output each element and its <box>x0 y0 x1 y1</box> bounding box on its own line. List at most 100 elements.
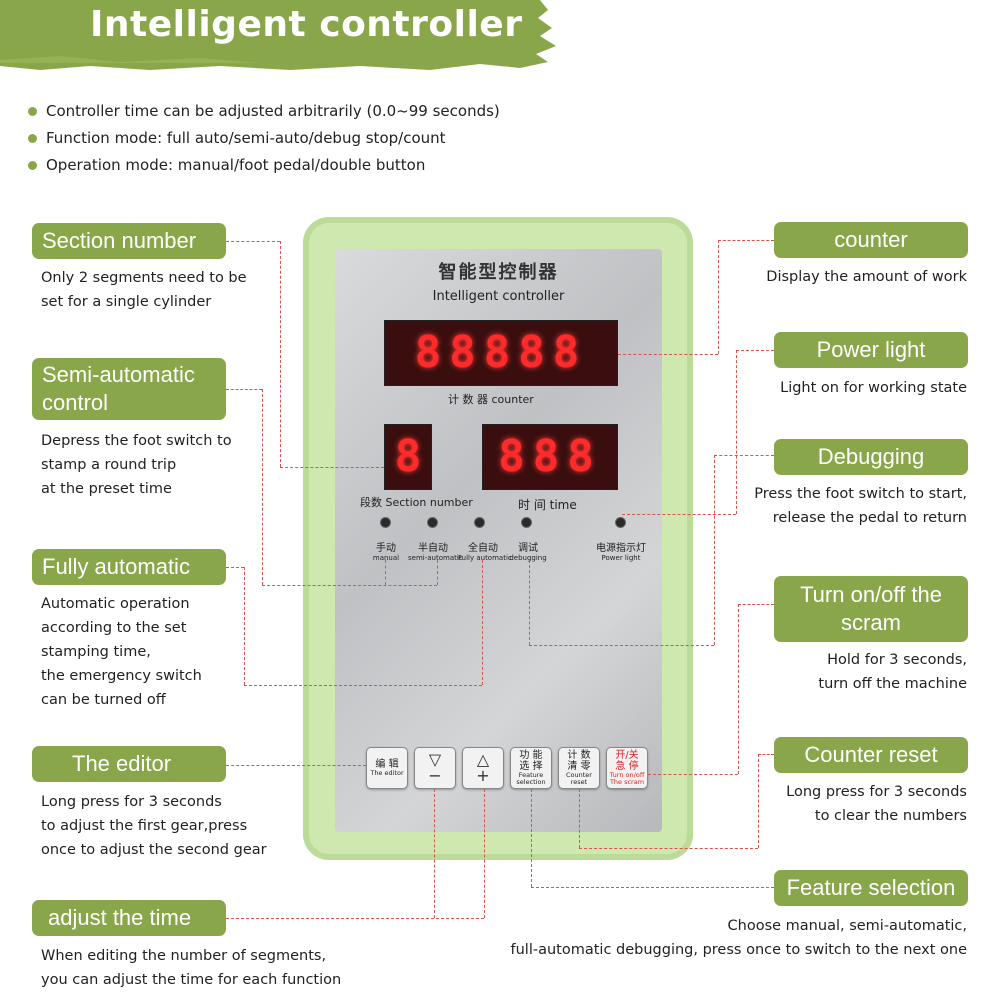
desc-line: Depress the foot switch to <box>41 433 232 449</box>
leader-line <box>529 560 530 645</box>
led-label-cn: 手动 <box>376 543 396 554</box>
leader-line <box>244 685 482 686</box>
desc-line: Light on for working state <box>780 380 967 396</box>
desc-section-number: Only 2 segments need to be set for a sin… <box>41 266 247 314</box>
desc-feature-selection: Choose manual, semi-automatic, full-auto… <box>511 914 968 962</box>
time-display: 888 <box>482 424 618 490</box>
desc-line: stamping time, <box>41 644 151 660</box>
time-digits: 888 <box>498 431 602 482</box>
leader-line <box>758 754 774 755</box>
led-fully-automatic <box>475 518 484 527</box>
leader-line <box>736 350 737 514</box>
page-title: Intelligent controller <box>90 4 523 45</box>
label-section-number: Section number <box>32 223 226 259</box>
leader-line <box>618 354 718 355</box>
led-label-full: 全自动 Fully automatic <box>458 539 512 562</box>
title-banner <box>0 0 556 70</box>
desc-line: release the pedal to return <box>772 510 967 526</box>
bullet-item: Controller time can be adjusted arbitrar… <box>28 98 728 125</box>
led-label-cn: 半自动 <box>418 543 448 554</box>
key-label-cn: 编 辑 <box>375 759 399 770</box>
section-digit: 8 <box>394 431 422 482</box>
triangle-down-minus-icon: ▽ − <box>428 750 442 785</box>
led-debugging <box>522 518 531 527</box>
bullet-item: Function mode: full auto/semi-auto/debug… <box>28 125 728 152</box>
desc-line: at the preset time <box>41 481 172 497</box>
label-debugging: Debugging <box>774 439 968 475</box>
led-label-cn: 调试 <box>518 543 538 554</box>
label-counter-reset: Counter reset <box>774 737 968 773</box>
desc-line: turn off the machine <box>818 676 967 692</box>
feature-bullets: Controller time can be adjusted arbitrar… <box>28 98 728 179</box>
leader-line <box>434 789 435 918</box>
leader-line <box>244 567 245 685</box>
desc-line: to clear the numbers <box>814 808 967 824</box>
bullet-item: Operation mode: manual/foot pedal/double… <box>28 152 728 179</box>
leader-line <box>280 241 281 467</box>
led-manual <box>381 518 390 527</box>
led-label-en: manual <box>372 554 400 562</box>
counter-reset-button[interactable]: 计 数 清 零 Counter reset <box>558 747 600 789</box>
scram-button[interactable]: 开/关 急 停 Turn on/off The scram <box>606 747 648 789</box>
leader-line <box>648 774 738 775</box>
desc-line: Display the amount of work <box>766 269 967 285</box>
leader-line <box>718 240 719 354</box>
desc-line: Long press for 3 seconds <box>41 794 222 810</box>
desc-scram: Hold for 3 seconds, turn off the machine <box>818 648 967 696</box>
increase-button[interactable]: △ + <box>462 747 504 789</box>
leader-line <box>226 389 262 390</box>
desc-counter-reset: Long press for 3 seconds to clear the nu… <box>786 780 967 828</box>
counter-digits: 88888 <box>414 327 588 378</box>
desc-power-light: Light on for working state <box>780 376 967 400</box>
key-label-en: Feature selection <box>516 771 546 786</box>
key-label-cn: 开/关 急 停 <box>615 750 639 772</box>
counter-caption: 计 数 器 counter <box>448 393 534 406</box>
led-label-en: Power light <box>601 554 641 562</box>
leader-line <box>529 645 714 646</box>
desc-counter: Display the amount of work <box>766 265 967 289</box>
desc-line: When editing the number of segments, <box>41 948 327 964</box>
led-label-en: Fully automatic <box>458 554 512 562</box>
desc-line: you can adjust the time for each functio… <box>41 972 342 988</box>
desc-line: according to the set <box>41 620 187 636</box>
leader-line <box>262 585 437 586</box>
feature-selection-button[interactable]: 功 能 选 择 Feature selection <box>510 747 552 789</box>
label-feature-selection: Feature selection <box>774 870 968 906</box>
editor-button[interactable]: 编 辑 The editor <box>366 747 408 789</box>
led-label-debug: 调试 debugging <box>508 539 548 562</box>
led-power <box>616 518 625 527</box>
led-label-cn: 电源指示灯 <box>596 543 646 554</box>
leader-line <box>280 467 384 468</box>
desc-semi-automatic: Depress the foot switch to stamp a round… <box>41 429 232 501</box>
leader-line <box>226 241 280 242</box>
led-label-en: semi-automatic <box>408 554 463 562</box>
desc-line: Hold for 3 seconds, <box>827 652 967 668</box>
key-label-en: Counter reset <box>566 771 592 786</box>
desc-line: full-automatic debugging, press once to … <box>510 942 968 958</box>
leader-line <box>262 389 263 585</box>
section-display: 8 <box>384 424 432 490</box>
leader-line <box>738 604 774 605</box>
counter-display: 88888 <box>384 320 618 386</box>
leader-line <box>718 240 774 241</box>
decrease-button[interactable]: ▽ − <box>414 747 456 789</box>
desc-the-editor: Long press for 3 seconds to adjust the f… <box>41 790 267 862</box>
desc-line: stamp a round trip <box>41 457 177 473</box>
desc-adjust-time: When editing the number of segments, you… <box>41 944 341 992</box>
label-power-light: Power light <box>774 332 968 368</box>
desc-line: can be turned off <box>41 692 166 708</box>
leader-line <box>385 560 386 585</box>
label-the-editor: The editor <box>32 746 226 782</box>
led-label-semi: 半自动 semi-automatic <box>408 539 463 562</box>
desc-line: once to adjust the second gear <box>41 842 267 858</box>
desc-debugging: Press the foot switch to start, release … <box>754 482 967 530</box>
key-label-cn: 功 能 选 择 <box>519 750 543 772</box>
leader-line <box>579 789 580 848</box>
desc-fully-automatic: Automatic operation according to the set… <box>41 592 202 712</box>
leader-line <box>531 887 774 888</box>
triangle-up-plus-icon: △ + <box>476 750 490 785</box>
label-fully-automatic: Fully automatic <box>32 549 226 585</box>
desc-line: Only 2 segments need to be <box>41 270 247 286</box>
led-label-manual: 手动 manual <box>366 539 406 562</box>
desc-line: Choose manual, semi-automatic, <box>727 918 967 934</box>
